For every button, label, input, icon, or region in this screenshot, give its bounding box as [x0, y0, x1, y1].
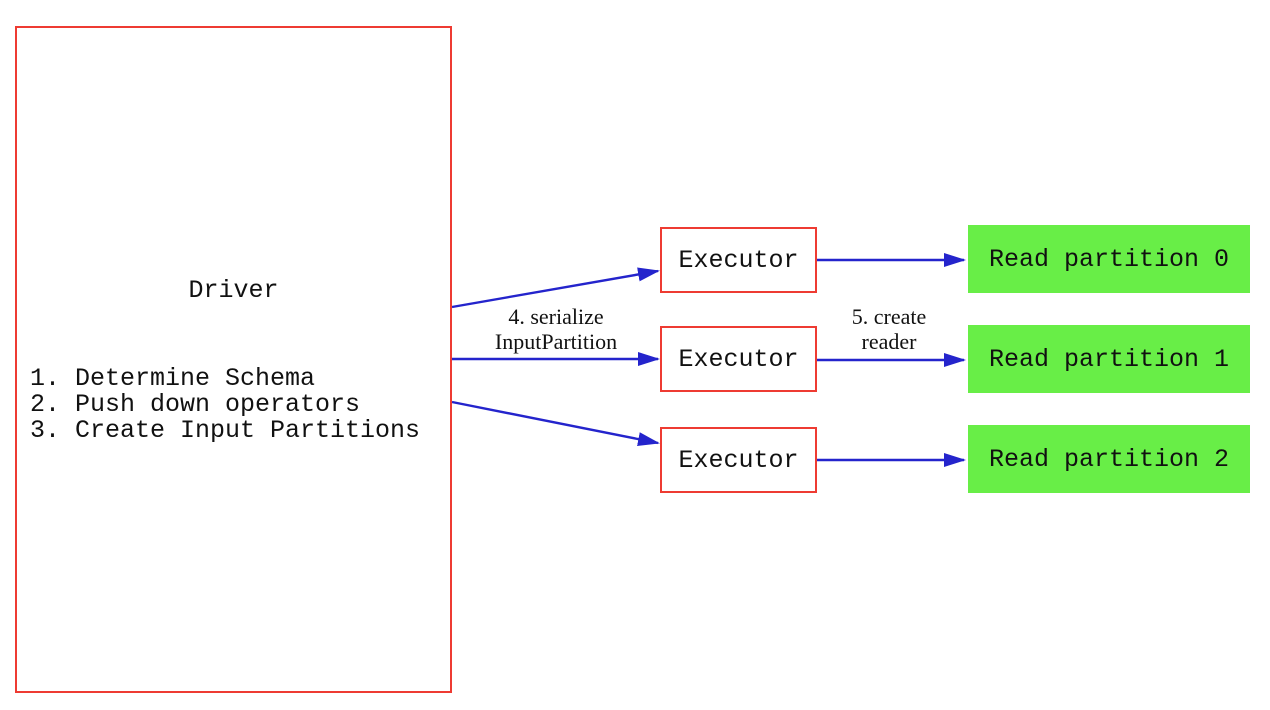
edge-label-serialize-line-2: InputPartition — [494, 329, 618, 354]
driver-box: Driver 1. Determine Schema 2. Push down … — [15, 26, 452, 693]
edge-label-create-reader: 5. create reader — [814, 304, 964, 354]
read-partition-box-2: Read partition 2 — [968, 425, 1250, 493]
arrow-driver-to-executor-1 — [451, 267, 660, 309]
driver-step-create-input-partitions: 3. Create Input Partitions — [30, 416, 421, 445]
edge-label-serialize-inputpartition: 4. serialize InputPartition — [446, 304, 666, 354]
driver-steps: 1. Determine Schema 2. Push down operato… — [30, 366, 420, 444]
executor-box-3: Executor — [660, 427, 817, 493]
edge-label-serialize-line-1: 4. serialize — [508, 304, 604, 329]
driver-step-push-down-operators: 2. Push down operators — [30, 390, 361, 419]
read-partition-box-0: Read partition 0 — [968, 225, 1250, 293]
edge-label-create-reader-line-1: 5. create — [851, 304, 927, 329]
arrow-driver-to-executor-3 — [451, 400, 660, 446]
executor-box-1: Executor — [660, 227, 817, 293]
executor-box-2: Executor — [660, 326, 817, 392]
driver-step-determine-schema: 1. Determine Schema — [30, 364, 316, 393]
driver-title: Driver — [188, 276, 279, 305]
read-partition-box-1: Read partition 1 — [968, 325, 1250, 393]
edge-label-create-reader-line-2: reader — [861, 329, 917, 354]
